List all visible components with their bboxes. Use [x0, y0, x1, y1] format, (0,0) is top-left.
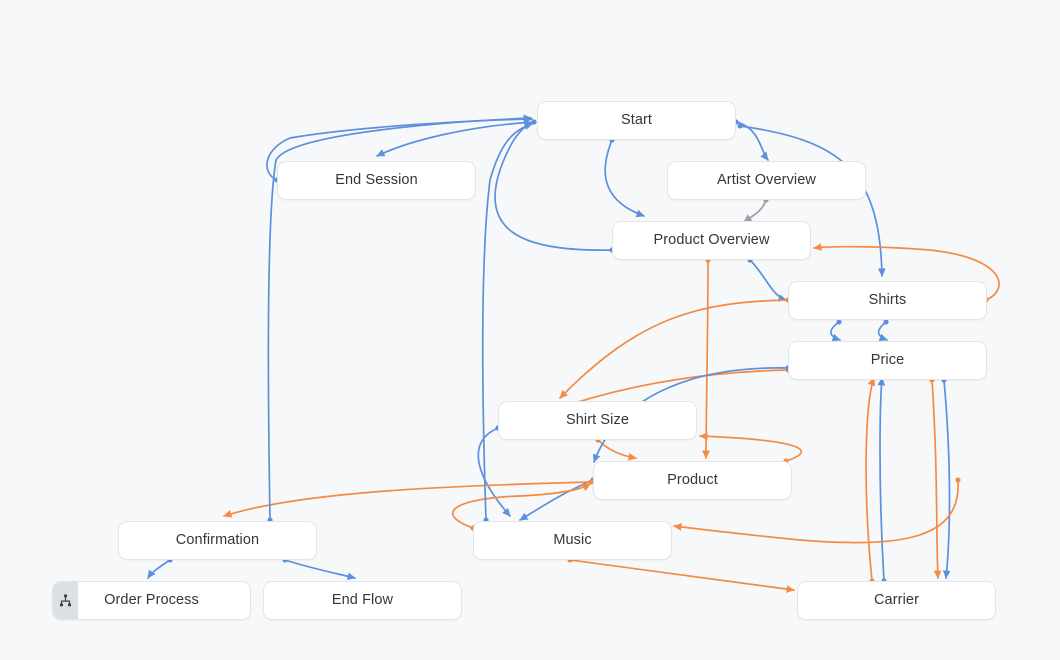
edge-start-to-artist_overview [733, 119, 769, 161]
edge-product_overview-to-product [702, 257, 711, 459]
node-confirmation[interactable]: Confirmation [118, 521, 317, 560]
node-label: End Session [335, 172, 418, 189]
node-shirts[interactable]: Shirts [788, 281, 987, 320]
edge-shirts-to-shirt_size [559, 297, 791, 399]
node-label: Shirt Size [565, 412, 630, 429]
node-label: Product Overview [653, 232, 770, 249]
edge-product-to-music [519, 477, 596, 521]
edge-price-to-carrier [929, 377, 942, 579]
edge-product_overview-to-shirts [747, 257, 787, 302]
node-label: Confirmation [175, 532, 260, 549]
node-start[interactable]: Start [537, 101, 736, 140]
node-end_session[interactable]: End Session [277, 161, 476, 200]
edge-product-to-confirmation [223, 479, 594, 518]
node-price[interactable]: Price [788, 341, 987, 380]
node-label: End Flow [331, 592, 394, 609]
node-label: Carrier [873, 592, 919, 609]
edge-product_overview-to-start [494, 121, 615, 253]
edge-shirt_size-to-product [595, 437, 637, 461]
edge-confirmation-to-end_flow [282, 557, 356, 581]
hierarchy-icon [53, 582, 78, 619]
node-label: Product [667, 472, 718, 489]
edge-music-to-carrier [567, 557, 795, 593]
edge-product_overview-to-end_session [376, 119, 537, 157]
edge-music-to-start [481, 122, 533, 523]
node-label: Artist Overview [717, 172, 816, 189]
node-shirt_size[interactable]: Shirt Size [498, 401, 697, 440]
edge-shirt_size-to-music [477, 425, 511, 517]
edge-start-to-product_overview [604, 137, 645, 218]
edge-product-to-shirt_size [699, 432, 803, 464]
node-label: Order Process [104, 592, 199, 609]
node-label: Shirts [868, 292, 907, 309]
edge-carrier-to-price_b [877, 377, 887, 584]
node-carrier[interactable]: Carrier [797, 581, 996, 620]
edge-shirts-to-price [830, 319, 842, 342]
node-label: Music [553, 532, 592, 549]
node-label: Start [620, 112, 653, 129]
node-music[interactable]: Music [473, 521, 672, 560]
node-artist_overview[interactable]: Artist Overview [667, 161, 866, 200]
node-product[interactable]: Product [593, 461, 792, 500]
node-end_flow[interactable]: End Flow [263, 581, 462, 620]
edge-price-to-carrier_b [941, 377, 951, 579]
node-label: Price [870, 352, 905, 369]
edge-shirts-to-price_right [877, 319, 889, 342]
node-order_process[interactable]: Order Process [52, 581, 251, 620]
edge-carrier-to-price [865, 377, 876, 584]
edge-confirmation-to-order_process [147, 557, 173, 579]
node-product_overview[interactable]: Product Overview [612, 221, 811, 260]
edge-artist_overview-to-product_overview [743, 197, 769, 223]
